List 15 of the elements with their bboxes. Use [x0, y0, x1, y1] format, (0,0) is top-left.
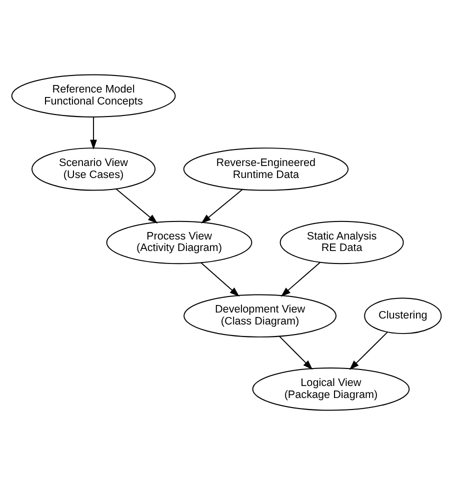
node-ellipse: Reverse-Engineered Runtime Data	[183, 147, 349, 190]
arrow	[90, 116, 97, 150]
arrow	[280, 261, 321, 296]
arrow	[200, 262, 240, 296]
arrow	[278, 335, 313, 370]
node-ellipse: Reference Model Functional Concepts	[11, 74, 176, 117]
arrow	[201, 188, 244, 224]
arrow	[116, 188, 158, 224]
node-ellipse: Development View (Class Diagram)	[184, 294, 337, 337]
node-ellipse: Clustering	[364, 297, 442, 334]
node-ellipse: Logical View (Package Diagram)	[252, 367, 410, 410]
arrow	[349, 331, 388, 370]
node-ellipse: Scenario View (Use Cases)	[32, 147, 156, 190]
node-ellipse: Static Analysis RE Data	[280, 220, 404, 264]
node-ellipse: Process View (Activity Diagram)	[106, 220, 252, 264]
